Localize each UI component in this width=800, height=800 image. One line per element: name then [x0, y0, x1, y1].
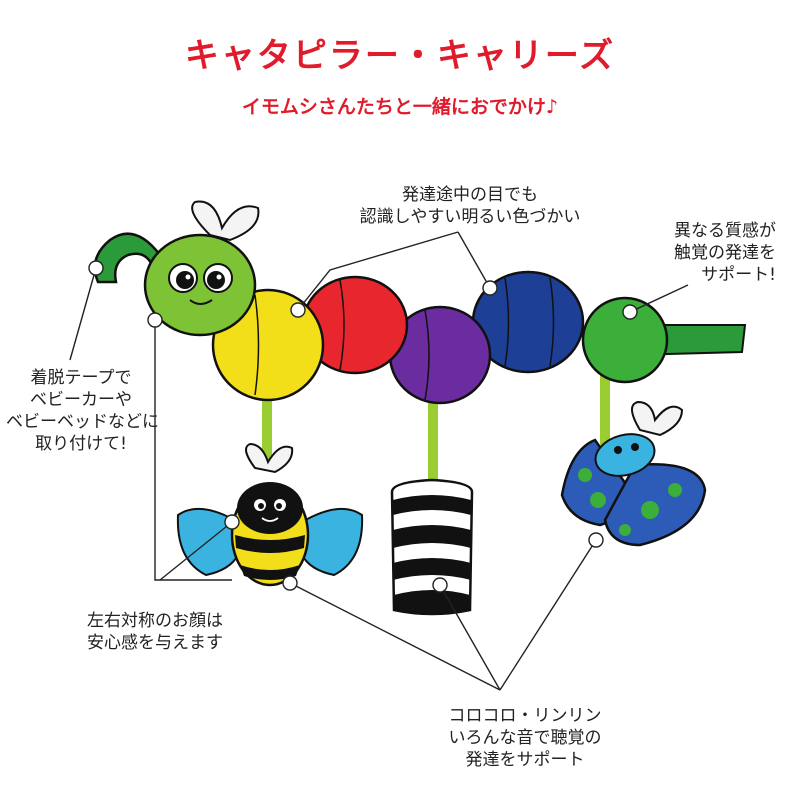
butterfly-string: [600, 375, 610, 445]
bee-toy: [176, 442, 364, 587]
callout-line: 発達をサポート: [465, 750, 585, 770]
callout-bright-colors: 発達途中の目でも 認識しやすい明るい色づかい: [330, 184, 610, 228]
callout-line: サポート!: [701, 265, 776, 285]
rattle-string: [428, 385, 438, 485]
callout-line: 異なる質感が: [674, 221, 776, 241]
callout-dots: [88, 260, 638, 593]
page-subtitle: イモムシさんたちと一緒におでかけ♪: [241, 96, 559, 118]
head-bow: [191, 200, 260, 242]
callout-tape: 着脱テープで ベビーカーや ベビーベッドなどに 取り付けて!: [6, 367, 159, 455]
page-title: キャタピラー・キャリーズ: [184, 36, 616, 76]
butterfly-toy: [560, 400, 707, 547]
callout-line: いろんな音で聴覚の: [448, 728, 602, 748]
callout-line: コロコロ・リンリン: [448, 706, 602, 726]
callout-line: 発達途中の目でも: [402, 185, 538, 205]
bee-string: [262, 395, 272, 465]
callout-line: 取り付けて!: [35, 434, 127, 454]
callout-line: ベビーカーや: [30, 390, 132, 410]
striped-rattle-toy: [390, 478, 474, 616]
caterpillar-toy: [93, 200, 669, 405]
callout-line: 触覚の発達を: [674, 243, 776, 263]
callout-line: ベビーベッドなどに: [6, 412, 159, 432]
callout-line: 認識しやすい明るい色づかい: [359, 207, 581, 227]
callout-face: 左右対称のお顔は 安心感を与えます: [40, 610, 270, 654]
callout-texture: 異なる質感が 触覚の発達を サポート!: [626, 220, 776, 286]
callout-line: 安心感を与えます: [87, 633, 223, 653]
callout-sound: コロコロ・リンリン いろんな音で聴覚の 発達をサポート: [410, 705, 640, 771]
callout-line: 左右対称のお顔は: [87, 611, 223, 631]
callout-line: 着脱テープで: [30, 368, 132, 388]
caterpillar-head: [143, 233, 257, 337]
segment-green: [581, 296, 669, 384]
callout-lines: [69, 231, 689, 691]
antenna-tape: [93, 232, 162, 284]
